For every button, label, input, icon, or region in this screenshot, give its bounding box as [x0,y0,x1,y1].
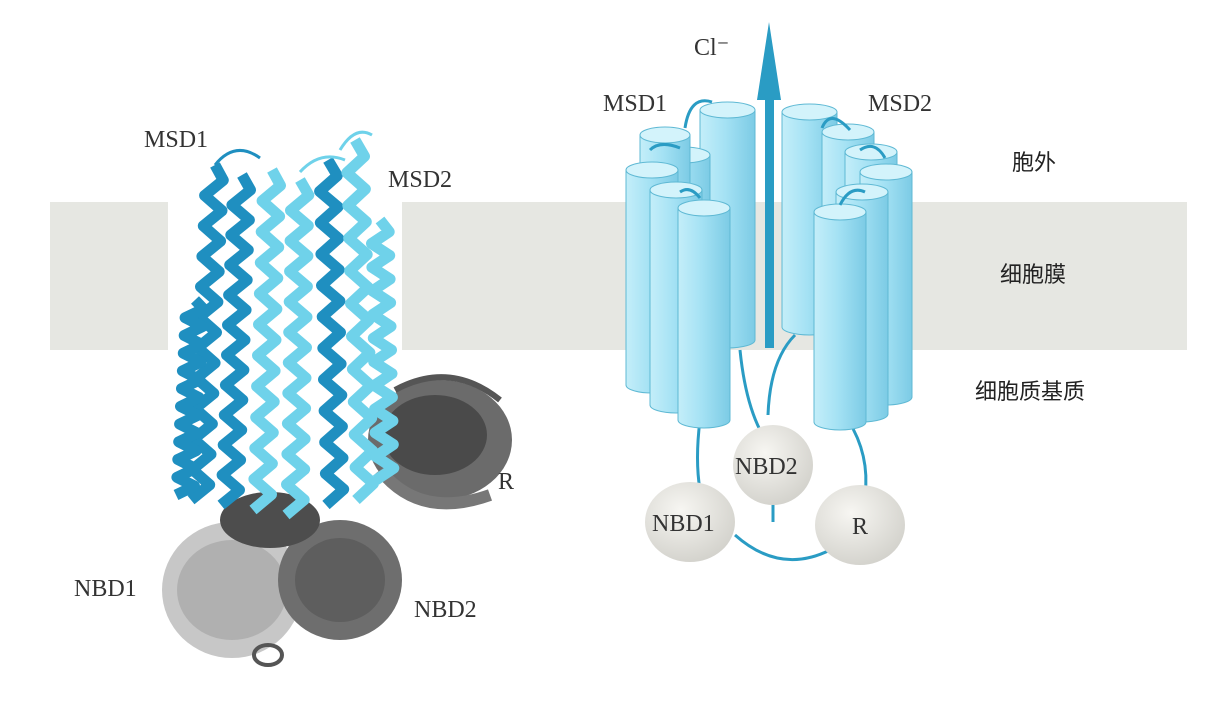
nbd1-sphere [645,482,735,562]
left-msd2-label: MSD2 [388,167,453,193]
transmembrane-helix [341,137,379,505]
right-nbd1-label: NBD1 [652,511,715,537]
right-schematic [625,22,913,565]
transmembrane-helix [314,157,350,510]
ion-arrow-shaft [765,95,774,348]
right-nbd2-label: NBD2 [735,454,798,480]
ion-arrow-head [757,22,781,100]
linker-nbd1-r [734,533,831,562]
left-nbd2-label: NBD2 [414,597,477,623]
transmembrane-helix [186,162,229,505]
transmembrane-helix [216,172,256,510]
chloride-ion-label: Cl⁻ [694,35,730,61]
right-r-label: R [852,514,869,540]
transmembrane-helix [281,177,315,520]
linker-msd1-nbd1 [696,419,702,491]
cytoplasm-label: 细胞质基质 [975,380,1086,405]
transmembrane-helix [366,216,400,485]
nbd2-sphere [733,425,813,505]
transmembrane-helix [248,167,286,515]
left-r-label: R [498,469,515,495]
left-protein-ribbon [162,130,512,667]
right-msd2-label: MSD2 [868,91,933,117]
linker-msd2-nbd2 [846,419,868,496]
membrane-label: 细胞膜 [1000,263,1067,288]
left-nbd1-label: NBD1 [74,576,137,602]
transmembrane-helix [171,296,209,500]
left-msd1-label: MSD1 [144,127,209,153]
r-sphere [815,485,905,565]
helix-cylinder [677,199,731,429]
linker-loop [738,349,762,431]
helix-cylinder [813,203,867,431]
right-msd1-label: MSD1 [603,91,668,117]
extracellular-label: 胞外 [1012,151,1057,176]
